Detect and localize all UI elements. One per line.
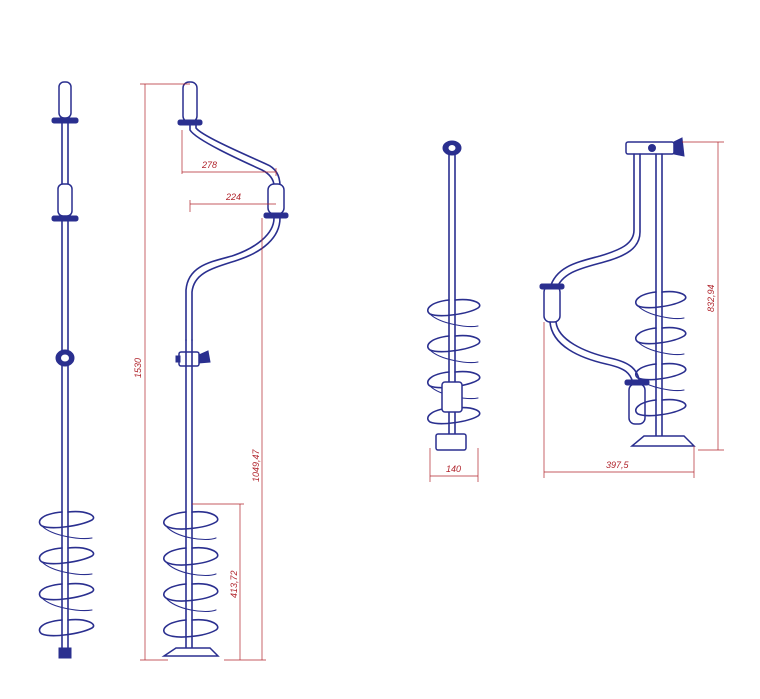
front-cutter xyxy=(161,647,220,657)
folded-crank-upper xyxy=(549,153,635,289)
folded-side-handle xyxy=(543,285,561,323)
dim-handle-offset-lower: 224 xyxy=(225,192,241,202)
top-handle xyxy=(58,81,72,119)
crank-bar-lower xyxy=(185,217,275,341)
cutter-tip xyxy=(58,647,72,659)
auger-spiral xyxy=(38,510,95,637)
dim-total-height: 1530 xyxy=(133,358,143,378)
front-clamp xyxy=(178,351,200,367)
dim-folded-height: 832,94 xyxy=(706,284,716,312)
dim-handle-offset-upper: 278 xyxy=(201,160,217,170)
folded-cutter xyxy=(629,435,696,447)
dim-shaft-length: 1049,47 xyxy=(251,448,261,482)
crank-side-collar xyxy=(263,212,289,219)
folded-cutter-block xyxy=(435,433,467,451)
folded-auger-spiral xyxy=(426,298,481,425)
view-folded-narrow: 140 xyxy=(426,140,481,482)
folded-front-spiral xyxy=(634,290,687,417)
crank-side-handle xyxy=(267,183,285,215)
folded-crank-lower xyxy=(549,321,635,389)
view-side xyxy=(38,81,95,659)
middle-handle-collar xyxy=(51,215,79,222)
crank-top-handle xyxy=(182,81,198,123)
folded-handle xyxy=(441,381,463,413)
dim-auger-length: 413,72 xyxy=(229,570,239,598)
front-auger-spiral xyxy=(163,510,219,638)
dimensions-front: 1530 278 224 1049,47 413,72 xyxy=(133,83,277,661)
dim-folded-length: 397,5 xyxy=(606,460,630,470)
middle-handle xyxy=(57,183,73,217)
view-front: 1530 278 224 1049,47 413,72 xyxy=(133,81,289,661)
clamp-screw xyxy=(198,350,211,364)
dim-folded-width: 140 xyxy=(446,464,461,474)
crank-bar-upper xyxy=(189,124,275,187)
top-handle-collar xyxy=(51,117,79,124)
view-folded-front: 832,94 397,5 xyxy=(539,137,724,478)
folded-top-screw xyxy=(673,137,685,157)
